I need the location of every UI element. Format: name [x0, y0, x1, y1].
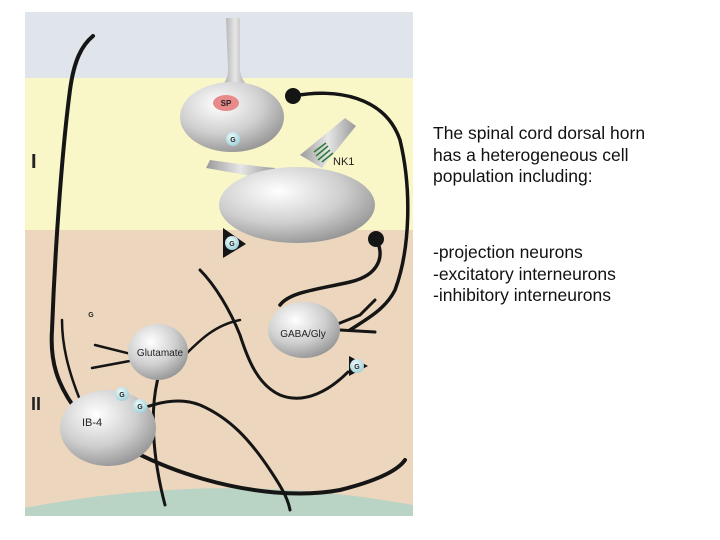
g-label-free: G	[88, 312, 94, 319]
g-receptor-label-3: G	[354, 364, 360, 371]
g-receptor-marker-5	[133, 399, 147, 413]
nk1-receptor-icon	[313, 142, 334, 163]
g-receptor-marker-2	[225, 236, 239, 250]
intro-line-3: population including:	[433, 166, 593, 186]
nk1-neuron-body	[219, 167, 375, 243]
lamina-2-region	[25, 230, 413, 516]
gaba-gly-cell-body	[268, 302, 340, 358]
g-receptor-label-2: G	[229, 241, 235, 248]
nk1-receptor-label: NK1	[333, 156, 354, 168]
list-item-projection: -projection neurons	[433, 242, 583, 262]
nk1-axon-terminal	[368, 231, 384, 247]
sp-cell-body	[180, 82, 284, 152]
glutamate-cell-body	[128, 324, 188, 380]
g-receptor-marker-1	[226, 132, 240, 146]
white-matter-region	[25, 488, 413, 516]
g-receptor-label-5: G	[137, 404, 143, 411]
gaba-dendrite-1	[333, 298, 377, 327]
intro-line-2: has a heterogeneous cell	[433, 144, 629, 165]
sp-receptor-marker	[213, 95, 239, 111]
ib4-cell-body	[60, 390, 156, 466]
sp-receptor-label: SP	[221, 99, 232, 108]
list-item-inhibitory: -inhibitory interneurons	[433, 285, 612, 305]
primary-afferent-axon	[49, 34, 407, 496]
projection-axon	[278, 237, 382, 307]
sp-cell-axon	[292, 91, 410, 332]
lamina-1-label: I	[31, 151, 37, 173]
intro-line-1: The spinal cord dorsal horn	[433, 123, 646, 143]
top-region	[25, 12, 413, 78]
ib4-dendrite	[60, 318, 82, 402]
g-receptor-marker-4	[115, 387, 129, 401]
ib4-label: IB-4	[82, 417, 102, 429]
ib4-axon	[116, 399, 292, 512]
axon-paths	[49, 34, 410, 512]
nk1-neuron-dendrite-top	[300, 118, 356, 168]
glutamate-label: Glutamate	[137, 348, 184, 359]
gaba-gly-label: GABA/Gly	[280, 329, 326, 340]
g-receptor-label-1: G	[230, 137, 236, 144]
sp-axon-terminal	[285, 88, 301, 104]
list-item-excitatory: -excitatory interneurons	[433, 263, 616, 284]
g-receptor-marker-3	[350, 359, 364, 373]
sp-cell-dendrite	[220, 18, 250, 88]
cell-type-list: -projection neurons -excitatory interneu…	[433, 242, 713, 307]
lamina-2-label: II	[31, 394, 41, 414]
g-receptor-label-4: G	[119, 392, 125, 399]
gaba-axon	[198, 268, 350, 400]
interneuron-link	[183, 318, 242, 357]
description-intro: The spinal cord dorsal horn has a hetero…	[433, 123, 713, 188]
gaba-dendrite-2	[338, 328, 377, 334]
